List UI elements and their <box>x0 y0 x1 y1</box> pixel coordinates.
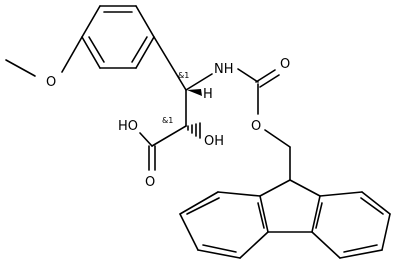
c2-hydroxyl-hash <box>187 122 201 139</box>
fluorene-right-ring <box>311 191 391 259</box>
ring-inner-bond <box>360 197 384 215</box>
ester-oxygen-label: O <box>251 119 261 134</box>
fluorene-left-ring <box>179 191 269 259</box>
ring-bond <box>135 36 155 69</box>
methoxy-methyl-bond <box>5 59 36 77</box>
stereo-h-label: H <box>203 87 213 102</box>
ring-inner-bond <box>88 36 105 63</box>
ring-inner-bond <box>131 36 148 63</box>
ring-bond <box>361 191 391 215</box>
ring-bond <box>259 195 269 233</box>
stereo-h-wedge <box>187 89 202 96</box>
ring-bond <box>311 231 341 259</box>
nh-label: NH <box>214 62 234 77</box>
ring-bond <box>197 249 241 259</box>
c2-stereo-label: &1 <box>162 116 173 125</box>
acid-hydroxyl-label: HO <box>118 119 138 134</box>
ring-inner-bond <box>315 202 323 229</box>
acid-carbonyl-oxygen-label: O <box>145 175 155 190</box>
ring-inner-bond <box>343 244 378 253</box>
c9-right-bond <box>289 179 321 197</box>
ester-o-ch2-bond <box>264 129 291 148</box>
methoxy-o-ring-bond <box>61 36 83 73</box>
ring-inner-bond <box>202 244 237 253</box>
ring-bond <box>319 191 363 197</box>
methoxy-oxygen-label: O <box>46 75 56 90</box>
ring-bond <box>135 5 155 38</box>
ring-bond <box>339 249 383 259</box>
acid-oh-bond <box>139 132 153 147</box>
ring-bond <box>179 213 199 251</box>
c3-nitrogen-bond <box>185 73 213 91</box>
ring-bond <box>81 5 101 38</box>
ring-bond <box>239 231 269 259</box>
ring-c3-bond <box>153 36 187 91</box>
methoxyphenyl-ring <box>81 5 155 69</box>
carbonyl-double-bond-b <box>259 74 280 88</box>
ring-inner-bond <box>186 197 220 215</box>
fluorene-five-ring <box>259 179 321 233</box>
nitrogen-carbonyl-bond <box>237 68 259 83</box>
c9-left-bond <box>259 179 291 197</box>
carbonyl-double-bond-a <box>255 69 276 83</box>
ring-bond <box>179 191 219 215</box>
ring-bond <box>81 36 101 69</box>
carbamate-carbonyl-oxygen-label: O <box>280 57 290 72</box>
c2-c1-bond <box>151 125 187 147</box>
ring-bond <box>381 213 391 251</box>
ring-bond <box>217 191 261 197</box>
ring-bond <box>311 195 321 233</box>
c3-stereo-label: &1 <box>178 71 189 80</box>
hydroxyl-label: OH <box>204 134 224 149</box>
ring-inner-bond <box>257 202 265 229</box>
